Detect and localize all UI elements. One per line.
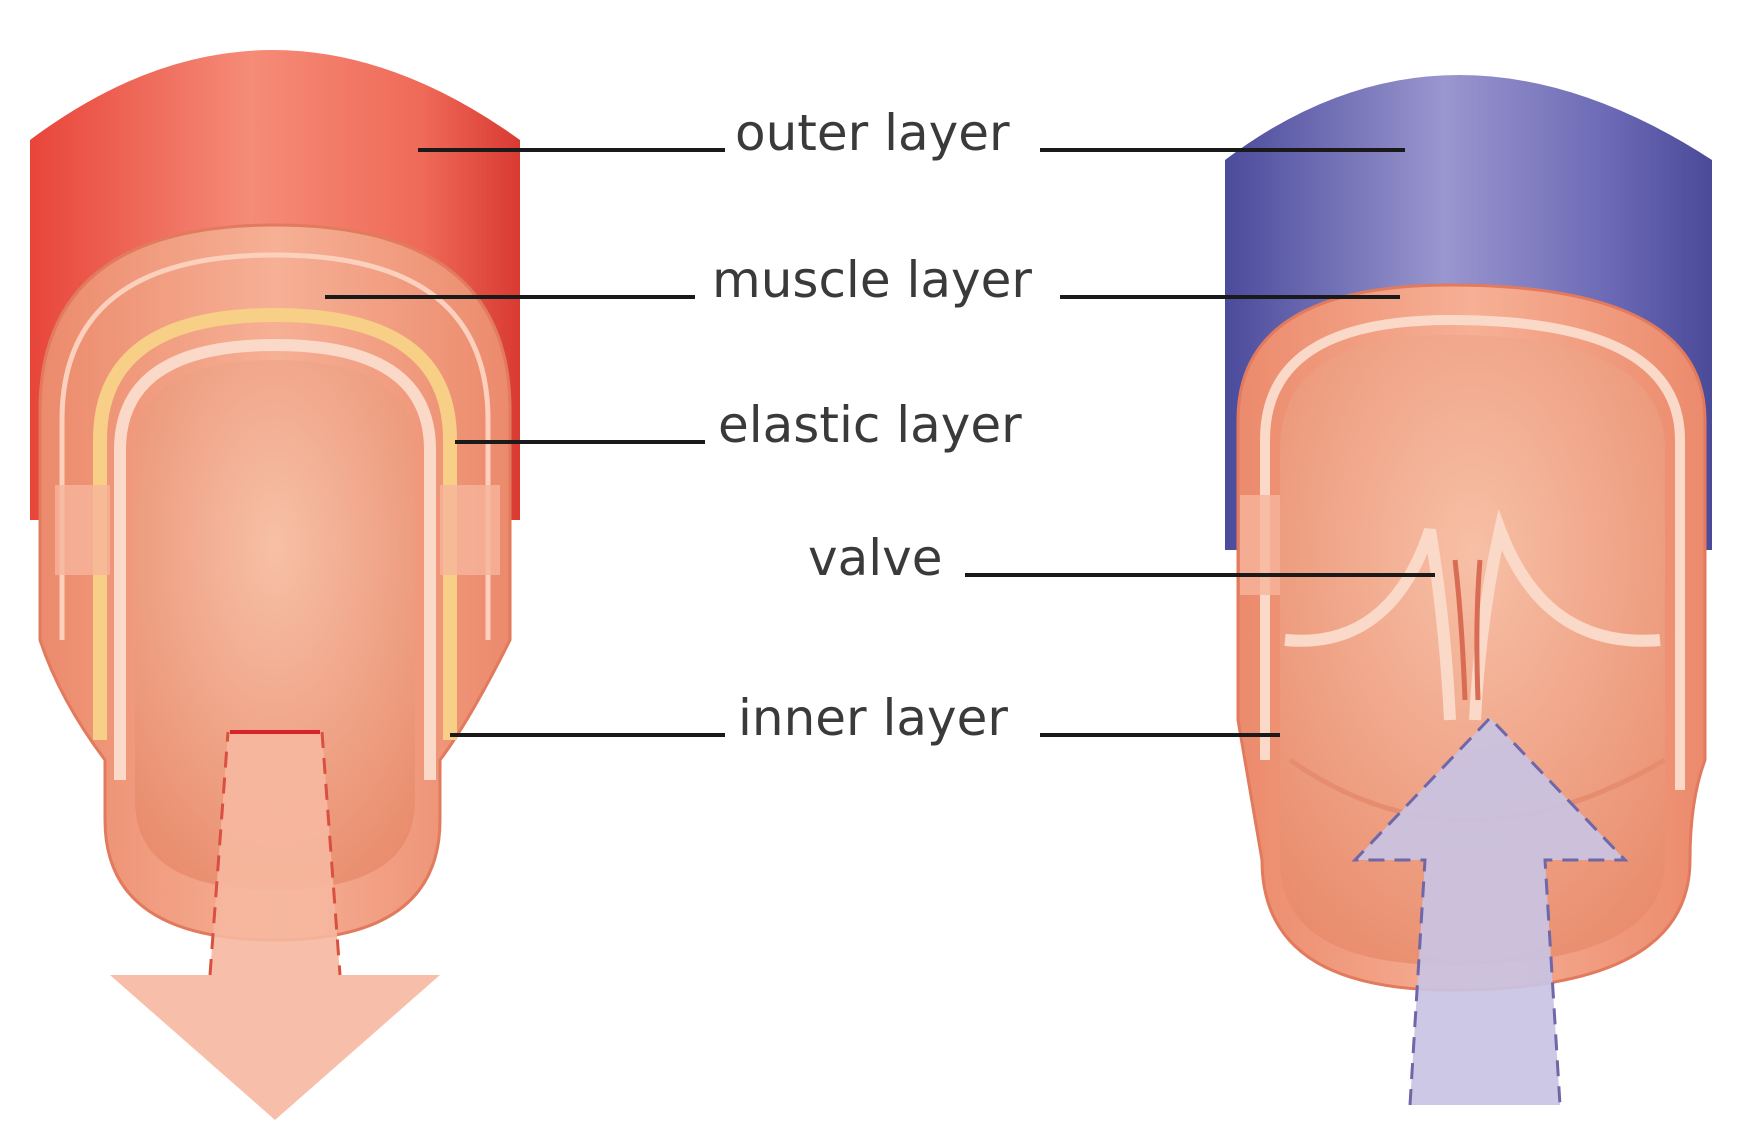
label-elastic-layer: elastic layer xyxy=(718,396,1022,454)
label-outer-layer: outer layer xyxy=(735,104,1010,162)
artery-cut-face-left xyxy=(55,485,110,575)
label-valve: valve xyxy=(808,529,942,587)
label-muscle-layer: muscle layer xyxy=(712,251,1032,309)
vein-cut-face-left xyxy=(1240,495,1280,595)
vein xyxy=(1225,75,1712,1105)
artery xyxy=(30,50,520,1120)
label-inner-layer: inner layer xyxy=(738,689,1008,747)
artery-cut-face-right xyxy=(440,485,500,575)
